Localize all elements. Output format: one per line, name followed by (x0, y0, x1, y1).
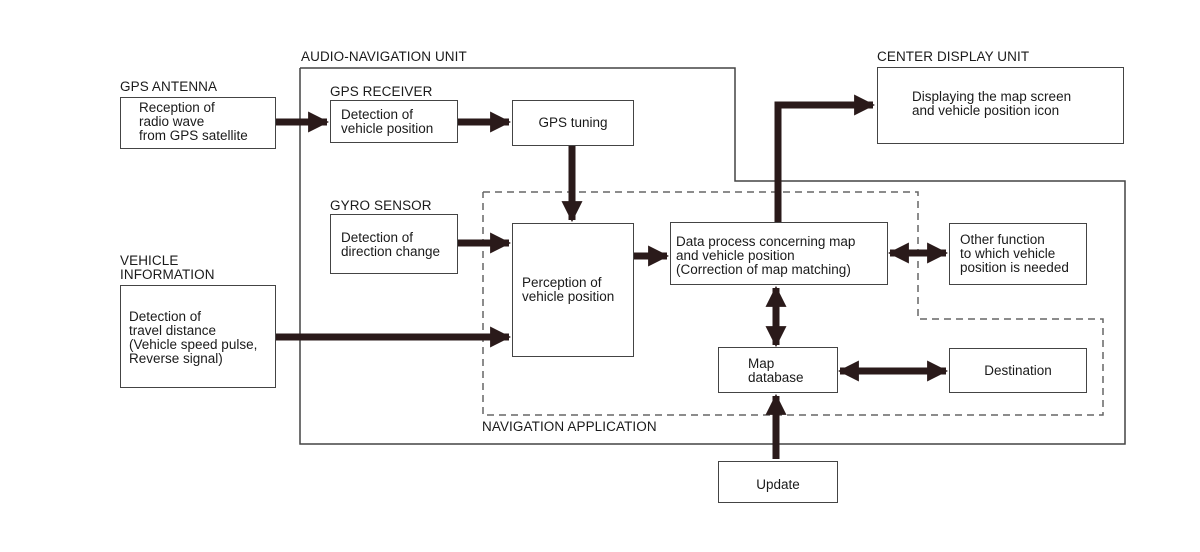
detection-direction-box: Detection of direction change (330, 214, 458, 274)
display-map-text: Displaying the map screen and vehicle po… (912, 89, 1072, 118)
audio-navigation-unit-frame (299, 67, 1126, 445)
detection-distance-text: Detection of travel distance (Vehicle sp… (129, 309, 258, 366)
other-function-box: Other function to which vehicle position… (949, 223, 1087, 285)
navigation-application-frame (482, 191, 1104, 416)
reception-text: Reception of radio wave from GPS satelli… (139, 100, 248, 143)
detection-position-text: Detection of vehicle position (341, 107, 434, 136)
detection-distance-box: Detection of travel distance (Vehicle sp… (120, 285, 276, 388)
detection-position-box: Detection of vehicle position (330, 100, 458, 143)
other-function-text: Other function to which vehicle position… (960, 232, 1069, 275)
update-text: Update (756, 477, 800, 492)
gps-antenna-label: GPS ANTENNA (120, 79, 218, 94)
audio-navigation-unit-label: AUDIO-NAVIGATION UNIT (301, 49, 467, 64)
destination-box: Destination (949, 348, 1087, 393)
map-database-box: Map database (718, 347, 838, 393)
data-process-box: Data process concerning map and vehicle … (670, 222, 888, 285)
perception-text: Perception of vehicle position (522, 275, 615, 304)
arrow-data-process-to-display (774, 94, 876, 222)
gps-receiver-label: GPS RECEIVER (330, 84, 433, 99)
detection-direction-text: Detection of direction change (341, 230, 441, 259)
gps-tuning-text: GPS tuning (538, 115, 608, 130)
map-database-text: Map database (748, 356, 804, 385)
data-process-text: Data process concerning map and vehicle … (676, 234, 856, 277)
perception-box: Perception of vehicle position (512, 223, 634, 357)
navigation-application-label: NAVIGATION APPLICATION (482, 419, 657, 434)
center-display-unit-label: CENTER DISPLAY UNIT (877, 49, 1030, 64)
destination-text: Destination (984, 363, 1052, 378)
gyro-sensor-label: GYRO SENSOR (330, 198, 432, 213)
update-box: Update (718, 461, 838, 503)
display-map-box: Displaying the map screen and vehicle po… (877, 67, 1124, 144)
gps-tuning-box: GPS tuning (512, 100, 634, 146)
reception-box: Reception of radio wave from GPS satelli… (120, 97, 276, 149)
vehicle-information-label: VEHICLE INFORMATION (120, 253, 215, 282)
